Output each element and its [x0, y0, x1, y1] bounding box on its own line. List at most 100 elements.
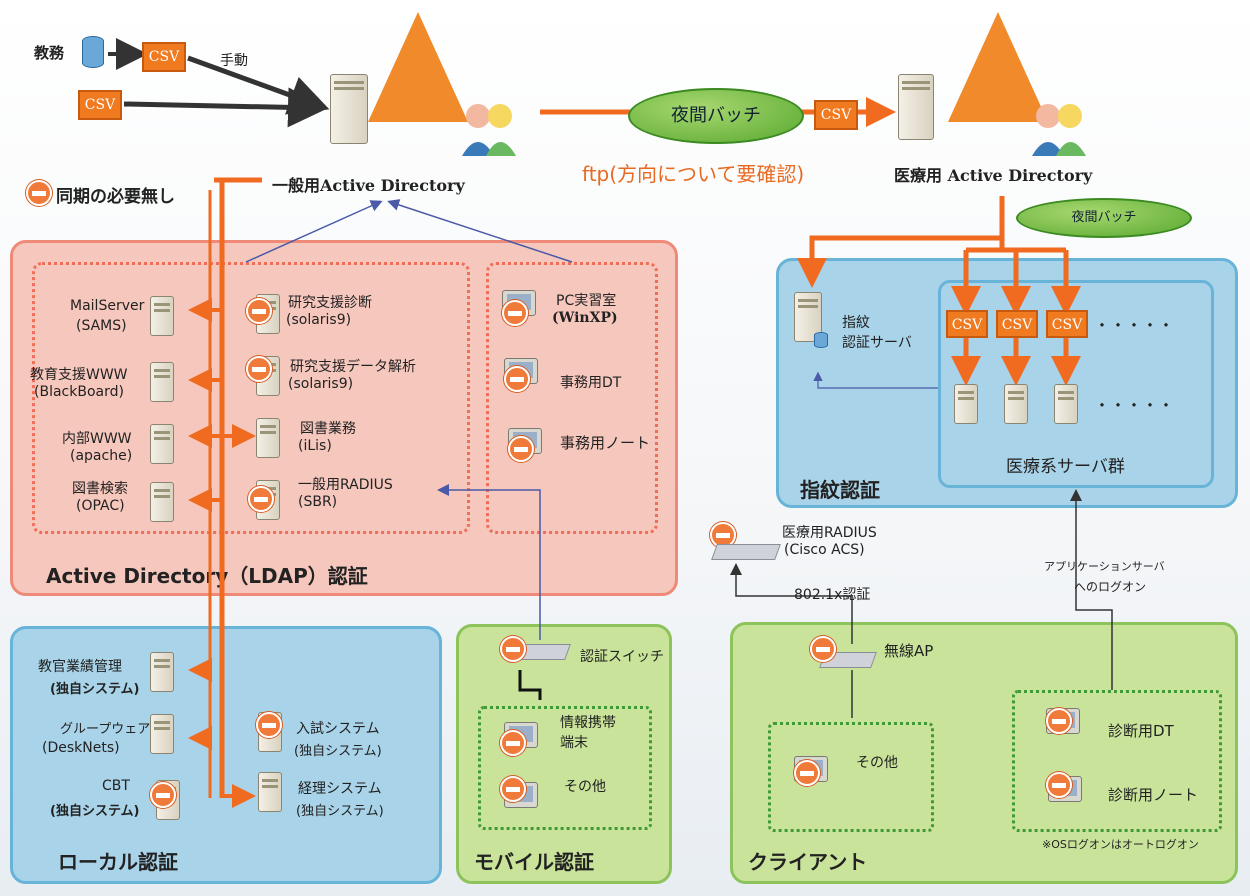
ldap-pc-group	[486, 262, 658, 534]
internal-www-icon	[150, 424, 174, 464]
edu-www-sub: (BlackBoard)	[34, 384, 124, 400]
no-sync-legend-icon	[26, 180, 52, 206]
mobile-auth-panel	[456, 624, 672, 884]
faculty-perf-name: 教官業績管理	[38, 659, 122, 675]
entrance-exam-name: 入試システム	[296, 721, 380, 737]
medical-radius-name: 医療用RADIUS	[782, 525, 877, 541]
faculty-perf-sub: (独自システム)	[50, 682, 140, 697]
opac-name: 図書検索	[72, 481, 128, 497]
night-batch-pill: 夜間バッチ	[628, 88, 804, 144]
library-work-name: 図書業務	[300, 421, 356, 437]
mobile-terminal-sub: 端末	[560, 735, 588, 751]
general-radius-no-sync-icon	[248, 486, 274, 512]
csv-box-2: CSV	[78, 90, 122, 120]
faculty-perf-icon	[150, 652, 174, 692]
mobile-terminal-name: 情報携帯	[560, 715, 616, 731]
medical-server-1-icon	[954, 384, 978, 424]
auth-switch-no-sync-icon	[500, 636, 526, 662]
accounting-sub: (独自システム)	[296, 804, 384, 819]
client-other-group	[768, 722, 934, 832]
internal-www-sub: (apache)	[70, 448, 133, 464]
database-icon	[82, 36, 104, 68]
diag-dt-label: 診断用DT	[1108, 722, 1174, 740]
medical-ad-server-icon	[898, 74, 934, 140]
fingerprint-panel-title: 指紋認証	[800, 478, 880, 502]
kyomu-label: 教務	[34, 44, 65, 62]
ldap-inner-group	[32, 262, 470, 534]
wireless-ap-no-sync-icon	[810, 636, 836, 662]
csv-box-1: CSV	[142, 42, 186, 72]
internal-www-name: 内部WWW	[62, 431, 132, 447]
cbt-name: CBT	[102, 778, 130, 794]
mobile-device-group	[478, 706, 652, 830]
night-batch-small-pill: 夜間バッチ	[1016, 198, 1192, 238]
diag-note-no-sync-icon	[1046, 772, 1072, 798]
medical-server-2-icon	[1004, 384, 1028, 424]
diag-dt-no-sync-icon	[1046, 708, 1072, 734]
opac-icon	[150, 482, 174, 522]
medical-radius-no-sync-icon	[710, 522, 736, 548]
library-work-sub: (iLis)	[298, 438, 332, 454]
general-ad-label: 一般用Active Directory	[272, 176, 465, 195]
accounting-name: 経理システム	[298, 781, 382, 797]
medical-radius-device-icon	[711, 544, 781, 560]
medical-ad-label: 医療用 Active Directory	[894, 166, 1093, 185]
entrance-exam-no-sync-icon	[256, 712, 282, 738]
accounting-icon	[258, 772, 282, 812]
csv-box-4: CSV	[946, 310, 988, 338]
local-auth-panel	[10, 626, 442, 884]
csv-more-dots: ・・・・・	[1094, 316, 1175, 335]
wireless-ap-label: 無線AP	[884, 642, 934, 660]
autologon-footnote: ※OSログオンはオートログオン	[1042, 838, 1199, 851]
medical-server-group-label: 医療系サーバ群	[1006, 457, 1125, 477]
general-radius-name: 一般用RADIUS	[298, 477, 393, 493]
manual-label: 手動	[220, 53, 248, 69]
pc-lab-sub: (WinXP)	[552, 310, 618, 326]
general-ad-triangle-icon	[368, 12, 468, 122]
mailserver-icon	[150, 296, 174, 336]
fingerprint-server-sub: 認証サーバ	[842, 335, 912, 351]
pc-lab-no-sync-icon	[502, 300, 528, 326]
mobile-other-no-sync-icon	[500, 776, 526, 802]
client-other-no-sync-icon	[794, 760, 820, 786]
groupware-name: グループウェア	[60, 722, 151, 737]
research-data-sub: (solaris9)	[288, 376, 354, 392]
research-diag-name: 研究支援診断	[288, 295, 372, 311]
cbt-no-sync-icon	[150, 782, 176, 808]
no-sync-legend-label: 同期の必要無し	[56, 187, 175, 207]
opac-sub: (OPAC)	[76, 498, 125, 514]
mobile-other-name: その他	[564, 779, 606, 795]
client-panel	[730, 622, 1238, 884]
csv-box-3: CSV	[814, 100, 858, 130]
mailserver-sub: (SAMS)	[76, 318, 127, 334]
cbt-sub: (独自システム)	[50, 804, 140, 819]
diag-note-label: 診断用ノート	[1108, 786, 1199, 804]
client-panel-title: クライアント	[748, 850, 868, 874]
fingerprint-server-name: 指紋	[842, 315, 870, 331]
ftp-note: ftp(方向について要確認)	[582, 162, 805, 186]
medical-server-group	[938, 280, 1214, 488]
app-logon-line2: へのログオン	[1074, 580, 1147, 594]
edu-www-name: 教育支援WWW	[30, 367, 128, 383]
research-diag-sub: (solaris9)	[286, 312, 352, 328]
groupware-icon	[150, 714, 174, 754]
office-note-no-sync-icon	[508, 436, 534, 462]
server-more-dots: ・・・・・	[1094, 396, 1175, 415]
mailserver-name: MailServer	[70, 298, 145, 314]
medical-ad-triangle-icon	[948, 12, 1048, 122]
csv-box-6: CSV	[1046, 310, 1088, 338]
entrance-exam-sub: (独自システム)	[294, 744, 382, 759]
auth-8021x-label: 802.1x認証	[794, 587, 871, 603]
night-batch-label: 夜間バッチ	[671, 105, 761, 126]
app-logon-line1: アプリケーションサーバ	[1044, 560, 1165, 573]
mobile-terminal-no-sync-icon	[500, 730, 526, 756]
research-data-no-sync-icon	[246, 356, 272, 382]
edu-www-icon	[150, 362, 174, 402]
medical-radius-sub: (Cisco ACS)	[784, 542, 865, 558]
office-dt-no-sync-icon	[504, 366, 530, 392]
night-batch-small-label: 夜間バッチ	[1071, 210, 1137, 225]
auth-switch-label: 認証スイッチ	[580, 649, 664, 665]
local-panel-title: ローカル認証	[58, 850, 178, 874]
library-work-icon	[256, 418, 280, 458]
medical-users-icon	[1030, 94, 1090, 164]
